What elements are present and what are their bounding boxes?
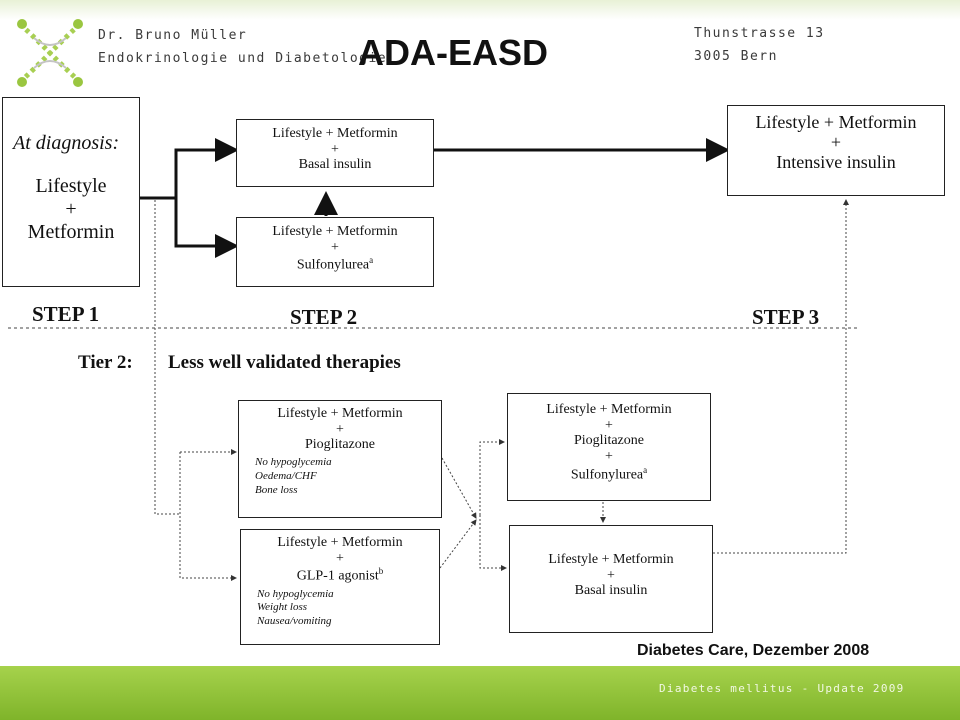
step2-basal-plus: + — [331, 141, 339, 157]
pio-sulfonylurea-box: Lifestyle + Metformin + Pioglitazone + S… — [507, 393, 711, 501]
pio-note-1: No hypoglycemia — [255, 456, 332, 469]
step3-intensive-box: Lifestyle + Metformin + Intensive insuli… — [727, 105, 945, 196]
footer-bar: Diabetes mellitus - Update 2009 — [0, 666, 960, 720]
step3-line2: Intensive insulin — [776, 152, 896, 173]
step2-sulfonylurea-box: Lifestyle + Metformin + Sulfonylureaa — [236, 217, 434, 287]
glp1-line1: Lifestyle + Metformin — [277, 535, 403, 550]
tier2-title: Less well validated therapies — [168, 352, 401, 373]
top-gradient — [0, 0, 960, 20]
glp1-note-2: Weight loss — [257, 601, 308, 614]
piosulf-sup: a — [643, 464, 648, 475]
step2-basal-line1: Lifestyle + Metformin — [272, 126, 398, 141]
step2-sulf-sup: a — [369, 255, 374, 266]
glp1-note-1: No hypoglycemia — [257, 587, 334, 600]
piosulf-plus1: + — [605, 417, 613, 433]
glp1-sup: b — [378, 566, 384, 577]
glp1-plus: + — [336, 550, 344, 566]
tier2-basal-box: Lifestyle + Metformin + Basal insulin — [509, 525, 713, 633]
step-3-label: STEP 3 — [752, 305, 820, 329]
step2-sulf-line1: Lifestyle + Metformin — [272, 224, 398, 239]
step3-line1: Lifestyle + Metformin — [755, 112, 917, 132]
address-city: 3005 Bern — [694, 49, 778, 64]
pio-line2: Pioglitazone — [305, 437, 375, 453]
glp1-note-3: Nausea/vomiting — [257, 615, 332, 628]
t2basal-line1: Lifestyle + Metformin — [548, 552, 674, 567]
step2-sulf-plus: + — [331, 239, 339, 255]
glp1-box: Lifestyle + Metformin + GLP-1 agonistb N… — [240, 529, 440, 645]
citation: Diabetes Care, Dezember 2008 — [637, 642, 870, 659]
tier2-label: Tier 2: — [78, 352, 133, 373]
pio-note-3: Bone loss — [255, 483, 298, 496]
diagnosis-plus: + — [65, 198, 77, 220]
t2basal-plus: + — [607, 567, 615, 583]
diagnosis-line2: Metformin — [27, 221, 115, 243]
doctor-name: Dr. Bruno Müller — [98, 28, 248, 43]
pio-line1: Lifestyle + Metformin — [277, 406, 403, 421]
specialty: Endokrinologie und Diabetologie — [98, 51, 388, 66]
pio-note-2: Oedema/CHF — [255, 469, 317, 482]
step2-basal-line2: Basal insulin — [298, 157, 372, 173]
footer-text: Diabetes mellitus - Update 2009 — [659, 682, 905, 695]
diagnosis-line1: Lifestyle — [35, 175, 107, 197]
pioglitazone-box: Lifestyle + Metformin + Pioglitazone No … — [238, 400, 442, 518]
step3-plus: + — [830, 132, 842, 153]
step2-sulf-line2: Sulfonylurea — [296, 258, 370, 273]
piosulf-line3: Sulfonylurea — [570, 467, 644, 483]
slide-title: ADA-EASD — [358, 32, 549, 73]
practice-logo — [17, 19, 83, 87]
t2basal-line2: Basal insulin — [574, 583, 648, 599]
piosulf-line2: Pioglitazone — [574, 433, 644, 449]
pio-plus: + — [336, 421, 344, 437]
diagnosis-box: At diagnosis: Lifestyle + Metformin — [2, 97, 140, 287]
piosulf-plus2: + — [605, 449, 613, 465]
step-2-label: STEP 2 — [290, 305, 358, 329]
step2-basal-box: Lifestyle + Metformin + Basal insulin — [236, 119, 434, 187]
glp1-line2: GLP-1 agonist — [296, 569, 379, 584]
diagnosis-heading: At diagnosis: — [13, 132, 120, 154]
piosulf-line1: Lifestyle + Metformin — [546, 402, 672, 417]
address-street: Thunstrasse 13 — [694, 26, 825, 41]
step-1-label: STEP 1 — [32, 302, 100, 326]
